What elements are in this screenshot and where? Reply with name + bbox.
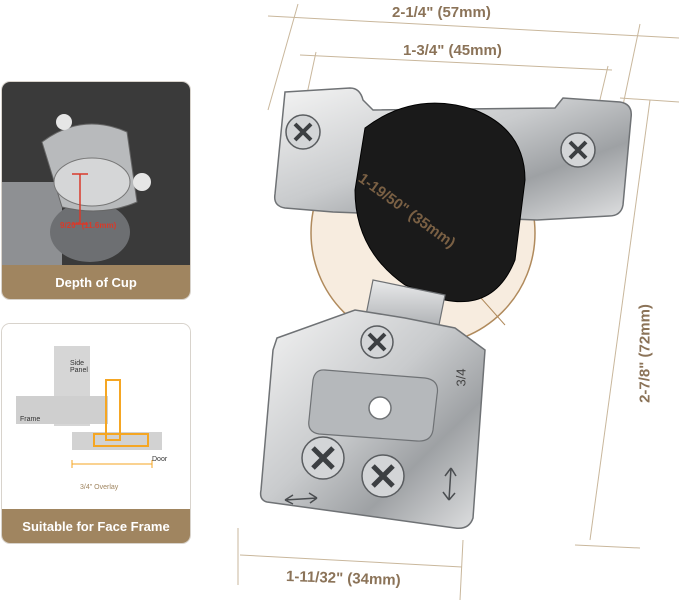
hinge-illustration (259, 87, 633, 530)
depth-of-cup-card: 9/20" (11.6mm) Depth of Cup (2, 82, 190, 299)
screw-icon (560, 132, 596, 168)
vertical-adjust-arrow-icon (442, 467, 457, 501)
overall-width-label: 2-1/4" (57mm) (392, 4, 491, 21)
face-frame-diagram (2, 324, 190, 509)
depth-of-cup-caption: Depth of Cup (2, 265, 190, 299)
cup-photo (2, 82, 190, 267)
screw-icon (360, 325, 394, 359)
cup-depth-measure: 9/20" (11.6mm) (60, 221, 117, 230)
face-frame-caption: Suitable for Face Frame (2, 509, 190, 543)
screw-icon (285, 114, 321, 150)
overlay-mark: 3/4 (453, 368, 469, 387)
height-label: 2-7/8" (72mm) (636, 304, 654, 403)
frame-label: Frame (20, 416, 41, 423)
side-panel-label: Side Panel (70, 360, 88, 374)
horizontal-adjust-arrow-icon (284, 492, 318, 505)
screw-icon (361, 454, 405, 498)
screw-icon (301, 436, 345, 480)
door-label: Door (152, 456, 168, 463)
overlay-label: 3/4" Overlay (80, 484, 119, 491)
screw-span-label: 1-3/4" (45mm) (403, 42, 502, 59)
face-frame-card: Side Panel Frame Door 3/4" Overlay Suita… (2, 324, 190, 543)
